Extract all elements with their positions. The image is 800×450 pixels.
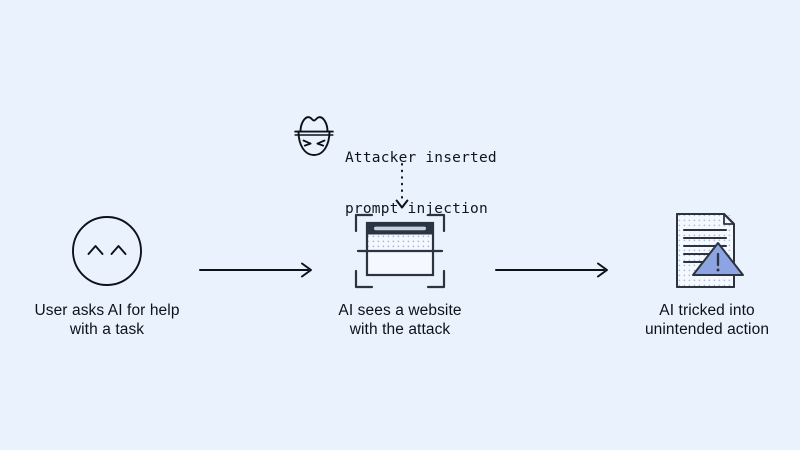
attacker-hat-face-icon — [294, 116, 334, 156]
stage-website-caption-line-2: with the attack — [349, 321, 451, 338]
stage-website-caption: AI sees a website with the attack — [338, 301, 461, 339]
stage-user-icon-wrap — [69, 205, 145, 297]
user-smiley-circle-icon — [72, 216, 142, 286]
stage-result-caption: AI tricked into unintended action — [645, 301, 769, 339]
attacker-annotation-text: Attacker inserted prompt injection — [345, 112, 497, 252]
stage-website-caption-line-1: AI sees a website — [338, 302, 462, 319]
stage-result-caption-line-1: AI tricked into — [659, 302, 755, 319]
stage-user-caption-line-1: User asks AI for help — [34, 302, 180, 319]
attacker-annotation: Attacker inserted prompt injection — [292, 112, 497, 252]
scanned-browser-window-icon — [354, 213, 446, 289]
stage-website: AI sees a website with the attack — [285, 205, 515, 339]
connector-arrow-website-to-result — [495, 262, 608, 278]
stage-user-caption-line-2: with a task — [69, 321, 145, 338]
attacker-annotation-line-2: prompt injection — [345, 201, 488, 217]
stage-result-caption-line-2: unintended action — [644, 321, 770, 338]
connector-arrow-user-to-website — [199, 262, 312, 278]
stage-website-icon-wrap — [352, 205, 448, 297]
stage-user: User asks AI for help with a task — [0, 205, 222, 339]
dotted-down-arrow-icon — [395, 163, 409, 209]
attacker-annotation-line-1: Attacker inserted — [345, 150, 497, 166]
document-warning-icon — [676, 213, 744, 288]
stage-user-caption: User asks AI for help with a task — [34, 301, 179, 339]
stage-result: AI tricked into unintended action — [592, 205, 800, 339]
stage-result-icon-wrap — [668, 205, 746, 297]
